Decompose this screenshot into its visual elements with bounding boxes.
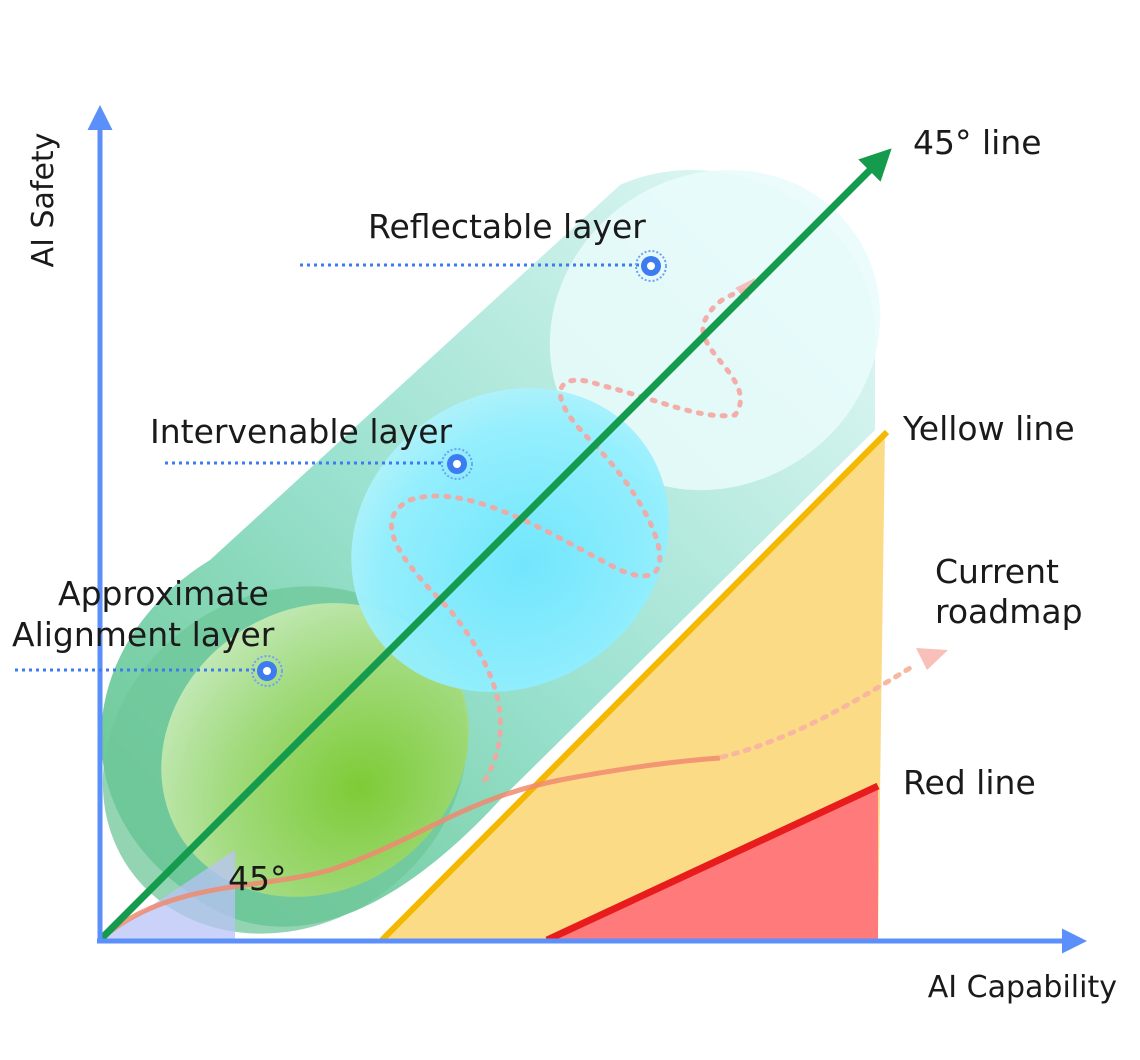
red-line-label: Red line — [903, 763, 1036, 802]
dashed-trajectory-curve — [389, 287, 748, 783]
y-axis-label: AI Safety — [26, 133, 61, 268]
reflectable-layer-label: Reflectable layer — [368, 207, 646, 246]
diagonal-line-label: 45° line — [913, 123, 1042, 162]
intervenable-layer-label: Intervenable layer — [150, 412, 453, 451]
approximate-layer-label-line2: Alignment layer — [12, 615, 275, 654]
yellow-line-label: Yellow line — [902, 409, 1075, 448]
roadmap-label-line1: Current — [935, 552, 1059, 591]
yellow-line — [379, 429, 890, 943]
roadmap-dashed-extension — [719, 665, 913, 760]
red-line — [545, 782, 880, 944]
approximate-marker — [251, 655, 283, 687]
dashed-trajectory-arrowhead — [735, 278, 755, 300]
intervenable-marker — [441, 448, 473, 480]
approximate-layer-label-line1: Approximate — [58, 574, 269, 613]
roadmap-label-line2: roadmap — [935, 592, 1083, 631]
reflectable-marker — [635, 250, 667, 282]
x-axis-label: AI Capability — [928, 970, 1117, 1005]
roadmap-curve — [100, 755, 721, 940]
roadmap-arrowhead — [916, 648, 948, 670]
diagonal-45-line — [97, 148, 892, 943]
intervenable-layer-region — [351, 388, 669, 692]
angle-label: 45° — [228, 859, 287, 898]
approximate-layer-core — [161, 603, 469, 897]
